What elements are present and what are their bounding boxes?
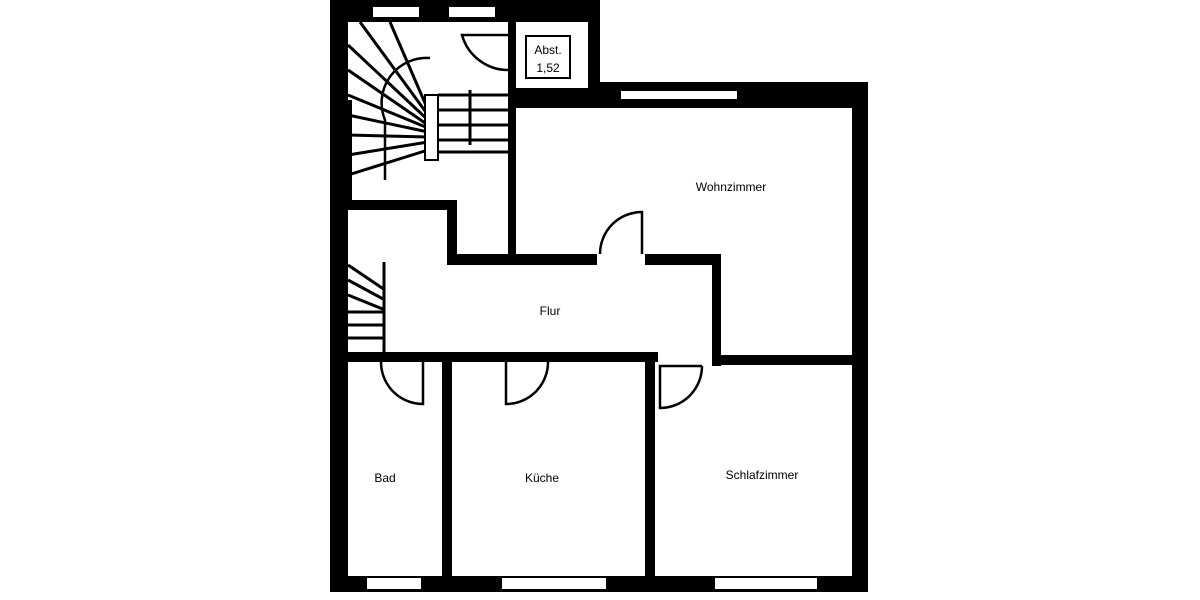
door-wohnzimmer [598, 210, 644, 255]
lower-stair [347, 262, 386, 352]
stair-wall-inner [348, 100, 352, 200]
room-label-schlafzimmer: Schlafzimmer [726, 468, 799, 482]
abst-area: 1,52 [536, 61, 560, 75]
room-label-flur: Flur [540, 304, 561, 318]
wall-flur-north-b [645, 254, 720, 265]
wall-landing-step [447, 200, 457, 265]
wall-stair-living [508, 22, 516, 255]
door-bad [379, 361, 425, 406]
wall-stair-landing [348, 200, 457, 210]
room-label-wohnzimmer: Wohnzimmer [696, 180, 766, 194]
wall-flur-south [348, 352, 658, 362]
wall-west [330, 0, 348, 592]
door-kueche [504, 361, 550, 406]
wall-east [852, 82, 868, 592]
wall-bad-kueche [442, 352, 452, 582]
wall-kueche-schlaf [645, 352, 655, 582]
abst-label: Abst. [534, 43, 561, 57]
window [371, 5, 421, 19]
wall-flur-east [712, 254, 721, 366]
wall-abst-south [508, 88, 598, 108]
wall-flur-north-a [447, 254, 597, 265]
window [500, 576, 608, 591]
wall-living-south [712, 355, 862, 365]
room-label-bad: Bad [374, 471, 395, 485]
window [713, 576, 819, 591]
door-abst [460, 33, 512, 72]
doors [379, 33, 704, 410]
wall-abst-east [588, 0, 600, 108]
staircase [346, 21, 508, 352]
room-label-kueche: Küche [525, 471, 559, 485]
window [365, 576, 423, 591]
window [447, 5, 497, 19]
door-schlafzimmer [658, 364, 704, 410]
windows [365, 5, 819, 591]
window [619, 89, 739, 101]
